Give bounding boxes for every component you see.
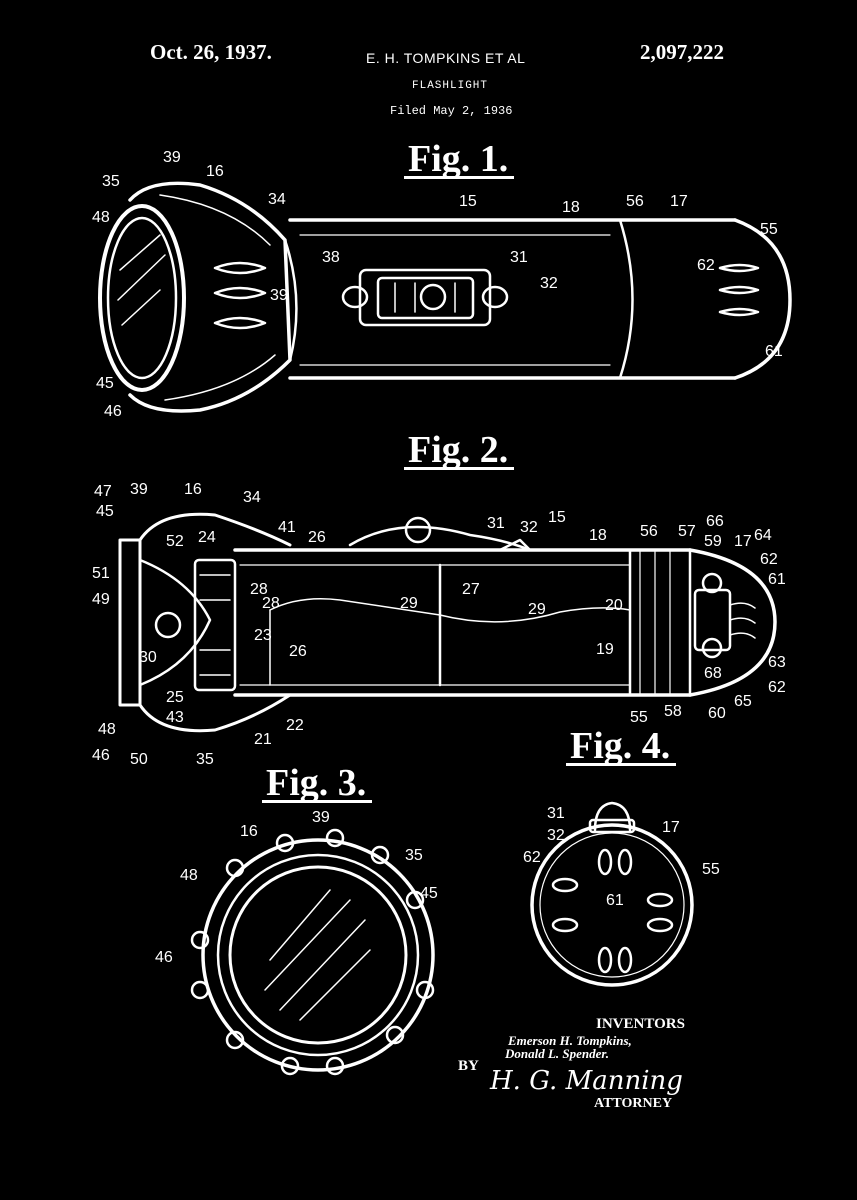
reference-numeral-fig2-33: 63	[768, 654, 786, 671]
reference-numeral-fig4-2: 17	[662, 819, 680, 836]
patent-date: Oct. 26, 1937.	[150, 40, 272, 64]
by-label: BY	[458, 1058, 479, 1074]
reference-numeral-fig2-9: 31	[487, 515, 505, 532]
filed-date: Filed May 2, 1936	[390, 104, 513, 118]
reference-numeral-fig2-43: 48	[98, 721, 116, 738]
reference-numeral-fig2-39: 55	[630, 709, 648, 726]
reference-numeral-fig2-28: 20	[605, 597, 623, 614]
figure-2-drawing	[118, 512, 777, 733]
reference-numeral-fig2-22: 27	[462, 581, 480, 598]
reference-numeral-fig3-3: 48	[180, 867, 198, 884]
reference-numeral-fig2-16: 59	[704, 533, 722, 550]
attorney-signature: H. G. Manning	[490, 1066, 683, 1096]
reference-numeral-fig2-21: 28	[250, 581, 268, 598]
figure-1-caption: Fig. 1.	[404, 140, 515, 179]
reference-numeral-fig2-25: 28	[262, 595, 280, 612]
reference-numeral-fig1-9: 55	[760, 221, 778, 238]
reference-numeral-fig2-40: 58	[664, 703, 682, 720]
reference-numeral-fig1-8: 17	[670, 193, 688, 210]
reference-numeral-fig1-13: 62	[697, 257, 715, 274]
patent-number: 2,097,222	[640, 40, 724, 64]
reference-numeral-fig2-38: 22	[286, 717, 304, 734]
reference-numeral-fig2-8: 26	[308, 529, 326, 546]
reference-numeral-fig4-4: 55	[702, 861, 720, 878]
reference-numeral-fig4-0: 31	[547, 805, 565, 822]
reference-numeral-fig1-14: 39	[270, 287, 288, 304]
reference-numeral-fig3-1: 16	[240, 823, 258, 840]
reference-numeral-fig2-19: 62	[760, 551, 778, 568]
figure-4-caption: Fig. 4.	[566, 727, 677, 766]
inventor-name-1: Emerson H. Tompkins,	[508, 1033, 632, 1048]
reference-numeral-fig1-4: 48	[92, 209, 110, 226]
reference-numeral-fig1-6: 18	[562, 199, 580, 216]
reference-numeral-fig1-2: 35	[102, 173, 120, 190]
reference-numeral-fig1-7: 56	[626, 193, 644, 210]
reference-numeral-fig4-3: 62	[523, 849, 541, 866]
reference-numeral-fig1-3: 34	[268, 191, 286, 208]
patent-title: FLASHLIGHT	[412, 80, 489, 92]
attorney-label: ATTORNEY	[594, 1096, 673, 1111]
reference-numeral-fig2-1: 39	[130, 481, 148, 498]
reference-numeral-fig1-12: 32	[540, 275, 558, 292]
reference-numeral-fig2-12: 18	[589, 527, 607, 544]
inventors-label: INVENTORS	[596, 1016, 685, 1032]
reference-numeral-fig1-11: 31	[510, 249, 528, 266]
inventor-name-2: Donald L. Spender.	[505, 1046, 610, 1061]
reference-numeral-fig2-5: 52	[166, 533, 184, 550]
reference-numeral-fig2-35: 62	[768, 679, 786, 696]
reference-numeral-fig2-17: 17	[734, 533, 752, 550]
reference-numeral-fig2-3: 34	[243, 489, 261, 506]
reference-numeral-fig2-24: 49	[92, 591, 110, 608]
reference-numeral-fig2-46: 50	[130, 751, 148, 768]
reference-numeral-fig2-26: 29	[400, 595, 418, 612]
reference-numeral-fig2-7: 41	[278, 519, 296, 536]
reference-numeral-fig2-47: 35	[196, 751, 214, 768]
reference-numeral-fig2-15: 66	[706, 513, 724, 530]
inventor-name: E. H. TOMPKINS ET AL	[366, 50, 526, 66]
reference-numeral-fig2-14: 57	[678, 523, 696, 540]
reference-numeral-fig2-29: 23	[254, 627, 272, 644]
reference-numeral-fig1-16: 45	[96, 375, 114, 392]
reference-numeral-fig1-10: 38	[322, 249, 340, 266]
reference-numeral-fig4-1: 32	[547, 827, 565, 844]
reference-numeral-fig1-17: 46	[104, 403, 122, 420]
reference-numeral-fig2-6: 24	[198, 529, 216, 546]
reference-numeral-fig2-20: 51	[92, 565, 110, 582]
reference-numeral-fig3-0: 39	[312, 809, 330, 826]
reference-numeral-fig2-31: 19	[596, 641, 614, 658]
reference-numeral-fig2-42: 65	[734, 693, 752, 710]
figure-1-drawing	[98, 181, 792, 413]
reference-numeral-fig2-44: 21	[254, 731, 272, 748]
reference-numeral-fig2-23: 61	[768, 571, 786, 588]
reference-numeral-fig2-36: 25	[166, 689, 184, 706]
reference-numeral-fig2-27: 29	[528, 601, 546, 618]
reference-numeral-fig1-5: 15	[459, 193, 477, 210]
reference-numeral-fig2-4: 45	[96, 503, 114, 520]
reference-numeral-fig2-45: 46	[92, 747, 110, 764]
reference-numeral-fig2-30: 26	[289, 643, 307, 660]
figure-3-drawing	[190, 828, 435, 1076]
reference-numeral-fig2-18: 64	[754, 527, 772, 544]
reference-numeral-fig2-10: 32	[520, 519, 538, 536]
reference-numeral-fig2-11: 15	[548, 509, 566, 526]
reference-numeral-fig1-15: 61	[765, 343, 783, 360]
reference-numeral-fig2-34: 68	[704, 665, 722, 682]
figure-4-drawing	[530, 801, 694, 987]
reference-numeral-fig3-5: 46	[155, 949, 173, 966]
reference-numeral-fig3-4: 45	[420, 885, 438, 902]
reference-numeral-fig2-13: 56	[640, 523, 658, 540]
reference-numeral-fig4-5: 61	[606, 892, 624, 909]
reference-numeral-fig2-2: 16	[184, 481, 202, 498]
reference-numerals: 39 16 35 34 48 15 18 56 17 55 38 31 32 62 39 61 45 46 47 39…	[92, 149, 786, 966]
reference-numeral-fig1-1: 16	[206, 163, 224, 180]
reference-numeral-fig2-0: 47	[94, 483, 112, 500]
reference-numeral-fig3-2: 35	[405, 847, 423, 864]
figure-3-caption: Fig. 3.	[262, 764, 373, 803]
reference-numeral-fig2-37: 43	[166, 709, 184, 726]
reference-numeral-fig1-0: 39	[163, 149, 181, 166]
figure-2-caption: Fig. 2.	[404, 431, 515, 470]
reference-numeral-fig2-41: 60	[708, 705, 726, 722]
reference-numeral-fig2-32: 30	[139, 649, 157, 666]
